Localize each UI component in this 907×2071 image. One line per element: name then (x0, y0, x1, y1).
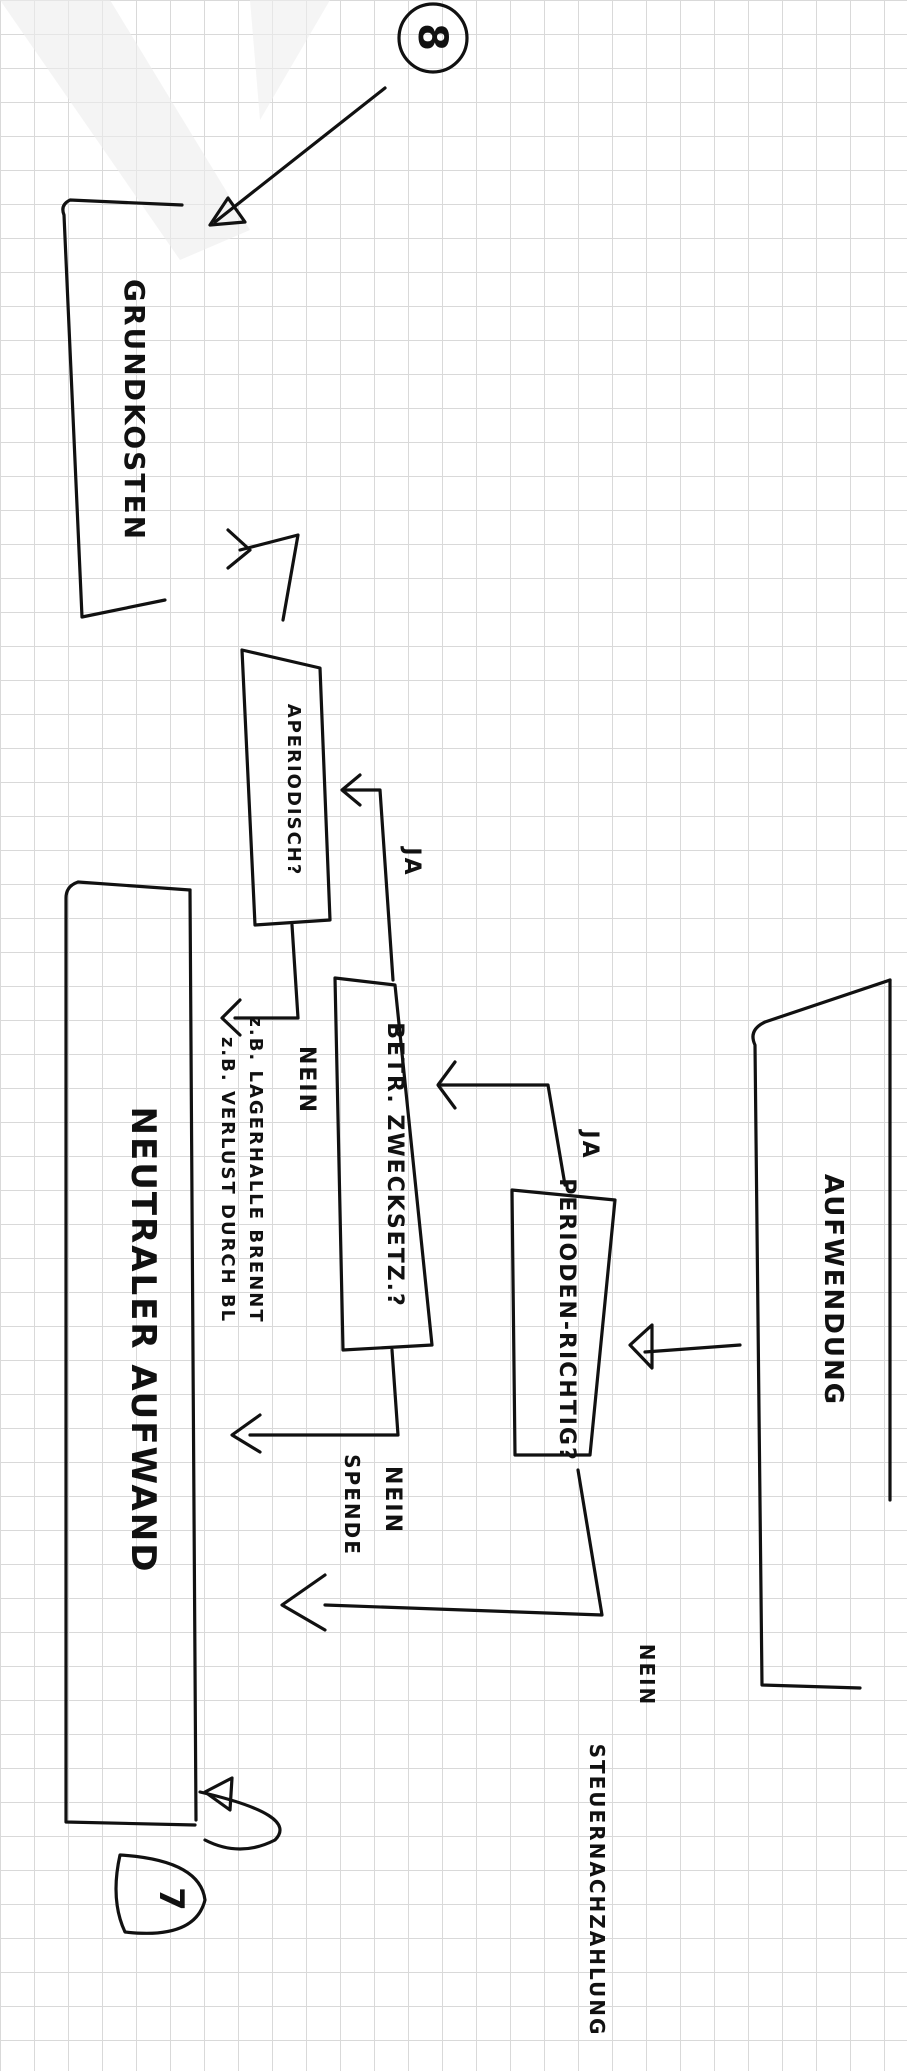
node-neutraler-aufwand: NEUTRALER AUFWAND (64, 880, 198, 1827)
arrow-periodenrichtig-nein: NEIN STEUERNACHZAHLUNG (280, 1468, 659, 2037)
page-number-top: 8 (397, 2, 469, 74)
node-betriebszweck: BETR. ZWECKSETZ.? (333, 976, 434, 1352)
edge-label-nein-1: NEIN (294, 1046, 319, 1114)
node-periodenrichtig: PERIODEN-RICHTIG? (510, 1178, 617, 1462)
node-aperiodisch-label: APERIODISCH? (283, 704, 304, 877)
arrow-betriebszweck-ja: JA (340, 773, 424, 982)
edge-label-ja-2: JA (577, 1128, 602, 1159)
note-lageruntergang-2: z.B. VERLUST DURCH BL (217, 1037, 238, 1323)
node-aufwendung-label: AUFWENDUNG (818, 1174, 848, 1406)
node-grundkosten-label: GRUNDKOSTEN (118, 279, 151, 541)
node-betriebszweck-label: BETR. ZWECKSETZ.? (382, 1022, 407, 1308)
node-grundkosten: GRUNDKOSTEN (61, 198, 184, 619)
note-spende: SPENDE (340, 1454, 364, 1556)
node-periodenrichtig-label: PERIODEN-RICHTIG? (554, 1178, 579, 1462)
edge-label-nein-3: NEIN (635, 1644, 659, 1707)
arrow-start-to-grundkosten (208, 86, 387, 227)
loop-arrow-neutraler-aufwand (198, 1776, 282, 1851)
watermark-shape (0, 0, 250, 260)
page-number-top-text: 8 (409, 23, 455, 53)
node-aufwendung: AUFWENDUNG (751, 978, 892, 1690)
node-aperiodisch: APERIODISCH? (240, 648, 332, 927)
arrow-betriebszweck-nein: NEIN SPENDE (230, 1348, 405, 1556)
arrow-aperiodisch-nein: NEIN (220, 923, 319, 1114)
arrow-periodenrichtig-ja: JA (436, 1060, 602, 1187)
page-number-bottom: 7 (114, 1853, 207, 1935)
note-lageruntergang-1: z.B. LAGERHALLE BRENNT (245, 1016, 266, 1323)
arrow-aufwendung-to-periodenrichtig (628, 1323, 742, 1370)
edge-label-ja-1: JA (399, 845, 424, 876)
note-steuernachzahlung: STEUERNACHZAHLUNG (585, 1744, 609, 2037)
node-neutraler-aufwand-label: NEUTRALER AUFWAND (123, 1107, 163, 1574)
page-number-bottom-text: 7 (151, 1887, 191, 1913)
watermark-shape (250, 0, 330, 120)
edge-label-nein-2: NEIN (380, 1466, 405, 1534)
arrow-aperiodisch-to-grundkosten (226, 528, 300, 622)
